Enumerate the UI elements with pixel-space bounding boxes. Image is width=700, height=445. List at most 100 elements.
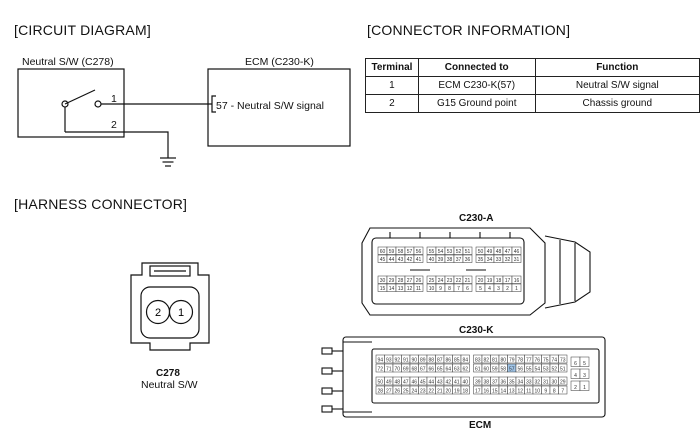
svg-text:6: 6 <box>574 361 577 367</box>
pin-cavity-31: 31 <box>541 376 551 385</box>
svg-text:94: 94 <box>377 357 383 363</box>
svg-text:47: 47 <box>403 379 409 385</box>
pin-cavity-59: 59 <box>490 363 500 372</box>
svg-text:7: 7 <box>561 388 564 394</box>
svg-text:44: 44 <box>428 379 434 385</box>
pin-cavity-94: 94 <box>375 354 385 363</box>
svg-text:51: 51 <box>560 366 566 372</box>
svg-text:75: 75 <box>543 357 549 363</box>
svg-text:34: 34 <box>517 379 523 385</box>
svg-text:53: 53 <box>543 366 549 372</box>
c278-pin-1-text: 1 <box>178 307 184 319</box>
svg-text:13: 13 <box>509 388 515 394</box>
pin-cavity-22: 22 <box>426 385 436 394</box>
pin-cavity-48: 48 <box>392 376 402 385</box>
svg-text:38: 38 <box>447 257 453 263</box>
svg-text:5: 5 <box>479 286 482 292</box>
svg-text:35: 35 <box>509 379 515 385</box>
switch-symbol <box>61 89 102 132</box>
pin-cavity-50: 50 <box>475 246 486 255</box>
pin-cavity-2: 2 <box>570 380 581 391</box>
svg-text:40: 40 <box>462 379 468 385</box>
pin-cavity-90: 90 <box>409 354 419 363</box>
pin-cavity-42: 42 <box>443 376 453 385</box>
svg-text:15: 15 <box>380 286 386 292</box>
svg-text:12: 12 <box>407 286 413 292</box>
svg-text:21: 21 <box>437 388 443 394</box>
svg-text:63: 63 <box>454 366 460 372</box>
svg-text:43: 43 <box>398 257 404 263</box>
pin-cavity-33: 33 <box>493 254 504 263</box>
svg-text:32: 32 <box>505 257 511 263</box>
svg-text:70: 70 <box>394 366 400 372</box>
svg-text:29: 29 <box>560 379 566 385</box>
pin-cavity-7: 7 <box>453 283 464 292</box>
svg-text:9: 9 <box>544 388 547 394</box>
pin-cavity-85: 85 <box>452 354 462 363</box>
svg-text:73: 73 <box>560 357 566 363</box>
pin-cavity-31: 31 <box>511 254 522 263</box>
pin-cavity-11: 11 <box>524 385 534 394</box>
table-row: 2 G15 Ground point Chassis ground <box>365 94 700 113</box>
pin-cavity-19: 19 <box>484 275 495 284</box>
pin-cavity-27: 27 <box>404 275 415 284</box>
pin-cavity-17: 17 <box>473 385 483 394</box>
pin-cavity-26: 26 <box>392 385 402 394</box>
svg-text:17: 17 <box>505 278 511 284</box>
pin-cavity-9: 9 <box>435 283 446 292</box>
svg-text:86: 86 <box>445 357 451 363</box>
c278-code-label: C278 <box>156 368 180 379</box>
pin-cavity-43: 43 <box>435 376 445 385</box>
svg-text:27: 27 <box>407 278 413 284</box>
signal-wire <box>101 95 216 113</box>
pin-cavity-66: 66 <box>426 363 436 372</box>
pin-cavity-29: 29 <box>386 275 397 284</box>
pin-cavity-53: 53 <box>541 363 551 372</box>
svg-text:65: 65 <box>437 366 443 372</box>
svg-text:72: 72 <box>377 366 383 372</box>
svg-text:54: 54 <box>534 366 540 372</box>
svg-text:77: 77 <box>526 357 532 363</box>
svg-text:16: 16 <box>514 278 520 284</box>
pin-cavity-24: 24 <box>409 385 419 394</box>
svg-text:84: 84 <box>462 357 468 363</box>
pin-cavity-22: 22 <box>453 275 464 284</box>
pin-cavity-50: 50 <box>375 376 385 385</box>
pin-cavity-20: 20 <box>443 385 453 394</box>
svg-text:31: 31 <box>543 379 549 385</box>
c230a-label: C230-A <box>459 213 494 224</box>
svg-text:87: 87 <box>437 357 443 363</box>
svg-text:92: 92 <box>394 357 400 363</box>
pin-cavity-67: 67 <box>418 363 428 372</box>
pin-cavity-73: 73 <box>558 354 568 363</box>
pin-cavity-41: 41 <box>413 254 424 263</box>
pin-cavity-24: 24 <box>435 275 446 284</box>
svg-text:6: 6 <box>466 286 469 292</box>
pin-cavity-58: 58 <box>395 246 406 255</box>
svg-text:14: 14 <box>389 286 395 292</box>
svg-text:20: 20 <box>445 388 451 394</box>
svg-text:1: 1 <box>583 385 586 391</box>
svg-text:64: 64 <box>445 366 451 372</box>
pin-cavity-43: 43 <box>395 254 406 263</box>
pin-cavity-13: 13 <box>395 283 406 292</box>
svg-text:19: 19 <box>454 388 460 394</box>
svg-text:67: 67 <box>420 366 426 372</box>
svg-text:23: 23 <box>420 388 426 394</box>
svg-text:29: 29 <box>389 278 395 284</box>
svg-text:31: 31 <box>514 257 520 263</box>
svg-text:57: 57 <box>407 249 413 255</box>
pin-cavity-13: 13 <box>507 385 517 394</box>
pin-cavity-75: 75 <box>541 354 551 363</box>
pin-cavity-60: 60 <box>481 363 491 372</box>
svg-text:49: 49 <box>386 379 392 385</box>
svg-text:4: 4 <box>574 373 577 379</box>
pin-cavity-78: 78 <box>515 354 525 363</box>
svg-text:18: 18 <box>496 278 502 284</box>
pin-cavity-84: 84 <box>460 354 470 363</box>
pin-cavity-14: 14 <box>386 283 397 292</box>
pin-cavity-37: 37 <box>490 376 500 385</box>
